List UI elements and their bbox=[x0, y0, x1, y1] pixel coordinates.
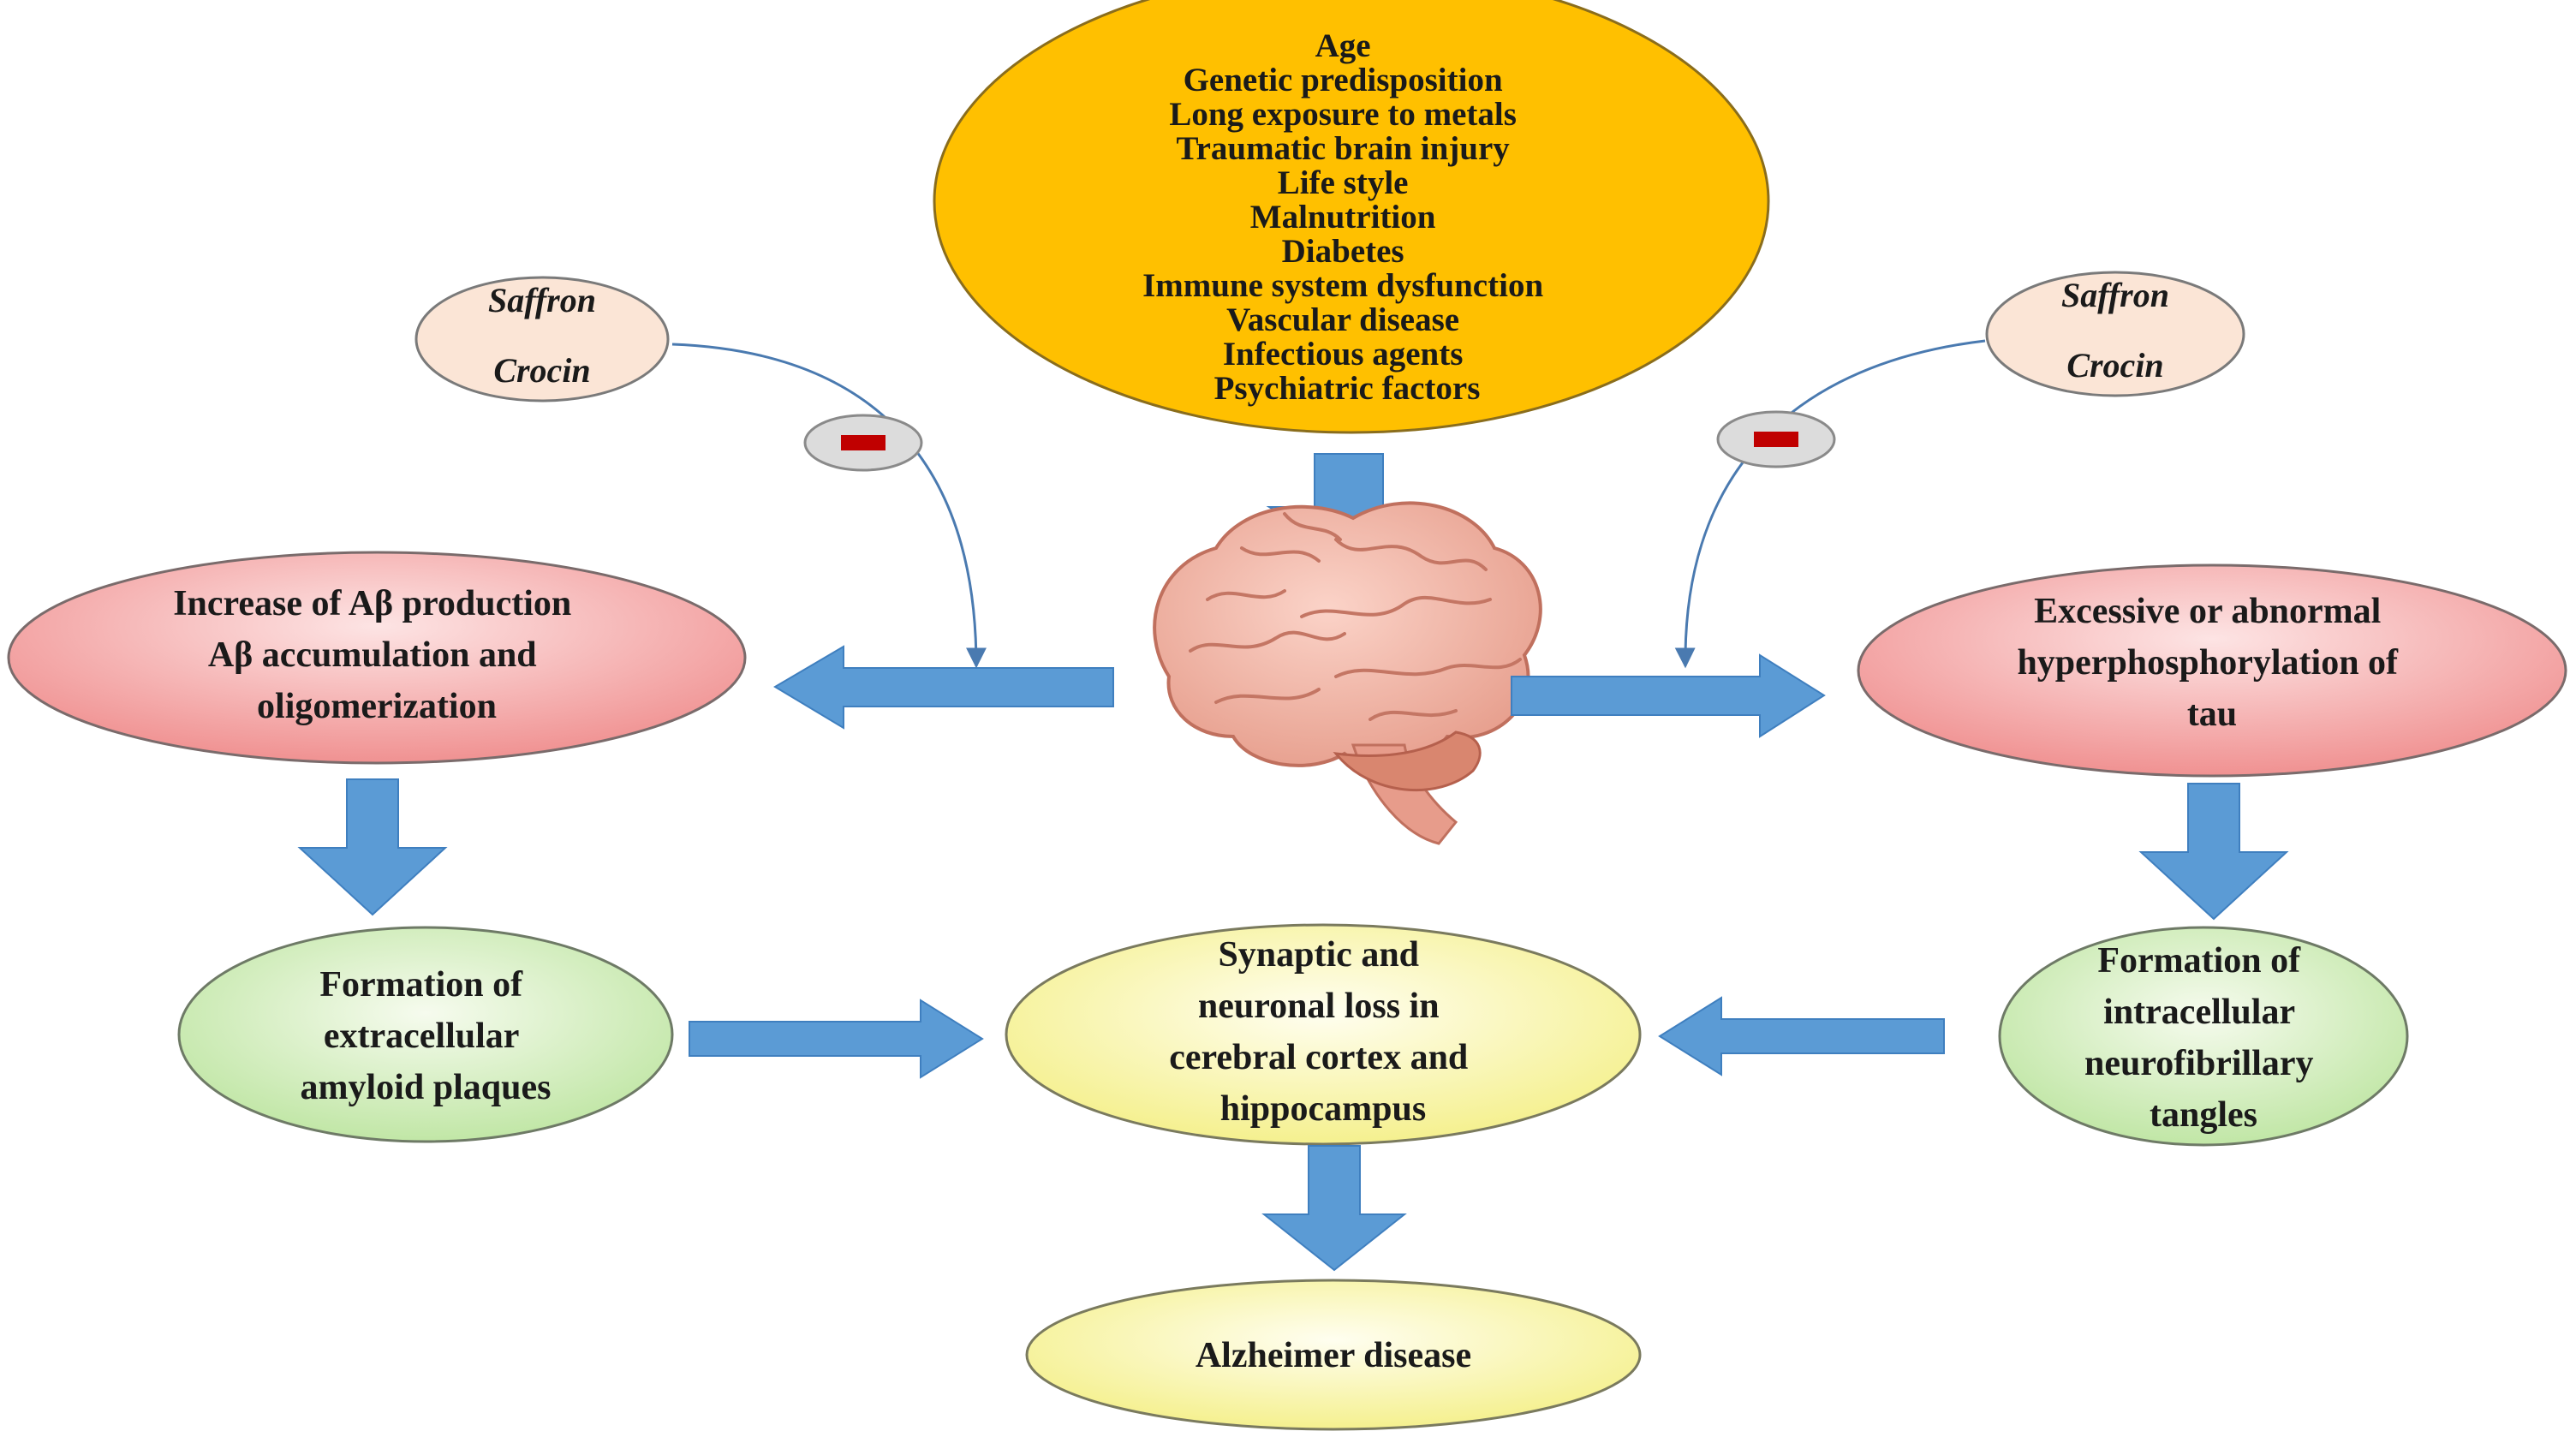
arrow-abeta-to-plaques bbox=[297, 778, 448, 916]
plaques-node: Formation of extracellular amyloid plaqu… bbox=[177, 926, 674, 1143]
risk-factors-node: Age Genetic predisposition Long exposure… bbox=[933, 0, 1770, 434]
inhibitor-left-saffron: Saffron bbox=[488, 281, 596, 319]
tangles-line-1: Formation of bbox=[2097, 941, 2301, 981]
abeta-line-1: Increase of Aβ production bbox=[173, 584, 571, 623]
svg-text:Excessive or abnormal hy: Excessive or abnormal hyperphosphorylati… bbox=[2017, 592, 2406, 734]
minus-badge-left bbox=[803, 414, 923, 472]
arrow-loss-to-alzheimer bbox=[1261, 1145, 1407, 1272]
tau-line-2: hyperphosphorylation of bbox=[2017, 643, 2399, 683]
inhibitor-right: Saffron Crocin bbox=[1985, 271, 2245, 397]
inhibitor-left-crocin: Crocin bbox=[493, 351, 590, 390]
arrow-brain-to-abeta bbox=[773, 645, 1114, 730]
risk-factor-1: Age bbox=[1315, 27, 1371, 64]
risk-factor-9: Vascular disease bbox=[1226, 301, 1459, 338]
minus-icon bbox=[841, 435, 886, 450]
svg-text:Formation of intracellul: Formation of intracellular neurofibrilla… bbox=[2084, 941, 2323, 1135]
plaques-line-1: Formation of bbox=[319, 965, 523, 1005]
tangles-line-2: intracellular bbox=[2103, 993, 2294, 1032]
tangles-line-3: neurofibrillary bbox=[2084, 1044, 2314, 1083]
tangles-node: Formation of intracellular neurofibrilla… bbox=[1998, 926, 2409, 1147]
abeta-line-2: Aβ accumulation and bbox=[208, 635, 537, 675]
alzheimer-label: Alzheimer disease bbox=[1196, 1336, 1471, 1375]
neuronal-loss-line-1: Synaptic and bbox=[1218, 935, 1419, 975]
abeta-node: Increase of Aβ production Aβ accumulatio… bbox=[7, 551, 747, 765]
neuronal-loss-node: Synaptic and neuronal loss in cerebral c… bbox=[1005, 923, 1642, 1146]
risk-factor-2: Genetic predisposition bbox=[1184, 62, 1503, 98]
abeta-line-3: oligomerization bbox=[257, 687, 497, 726]
brain-icon bbox=[1153, 501, 1542, 845]
tau-node: Excessive or abnormal hyperphosphorylati… bbox=[1857, 563, 2567, 778]
neuronal-loss-line-3: cerebral cortex and bbox=[1169, 1038, 1468, 1077]
svg-text:Formation of extracellul: Formation of extracellular amyloid plaqu… bbox=[301, 965, 552, 1107]
risk-factor-4: Traumatic brain injury bbox=[1176, 130, 1510, 167]
arrow-tangles-to-loss bbox=[1658, 996, 1945, 1076]
risk-factor-7: Diabetes bbox=[1282, 233, 1404, 270]
tau-line-3: tau bbox=[2187, 695, 2237, 734]
plaques-line-2: extracellular bbox=[324, 1017, 519, 1056]
tangles-line-4: tangles bbox=[2150, 1095, 2257, 1135]
neuronal-loss-line-2: neuronal loss in bbox=[1198, 987, 1440, 1026]
neuronal-loss-line-4: hippocampus bbox=[1220, 1089, 1426, 1129]
alzheimer-node: Alzheimer disease bbox=[1025, 1279, 1642, 1431]
arrow-plaques-to-loss bbox=[689, 999, 984, 1079]
arrow-brain-to-tau bbox=[1511, 653, 1826, 738]
inhibitor-right-saffron: Saffron bbox=[2061, 276, 2169, 314]
svg-text:Increase of Aβ production: Increase of Aβ production Aβ accumulatio… bbox=[173, 584, 581, 726]
plaques-line-3: amyloid plaques bbox=[301, 1068, 552, 1107]
inhibitor-left: Saffron Crocin bbox=[414, 276, 670, 402]
inhibitor-right-crocin: Crocin bbox=[2066, 346, 2163, 385]
svg-text:Age Genetic predispositi: Age Genetic predisposition Long exposure… bbox=[1142, 27, 1552, 407]
risk-factor-6: Malnutrition bbox=[1250, 199, 1436, 236]
risk-factor-5: Life style bbox=[1278, 164, 1409, 201]
risk-factor-11: Psychiatric factors bbox=[1214, 370, 1481, 407]
minus-badge-right bbox=[1716, 410, 1836, 468]
tau-line-1: Excessive or abnormal bbox=[2034, 592, 2381, 631]
risk-factor-3: Long exposure to metals bbox=[1169, 96, 1517, 133]
arrow-tau-to-tangles bbox=[2138, 783, 2289, 921]
risk-factor-8: Immune system dysfunction bbox=[1142, 267, 1543, 304]
svg-text:Synaptic and neuronal l: Synaptic and neuronal loss in cerebral c… bbox=[1169, 935, 1477, 1129]
minus-icon bbox=[1754, 432, 1798, 447]
risk-factor-10: Infectious agents bbox=[1223, 336, 1464, 373]
